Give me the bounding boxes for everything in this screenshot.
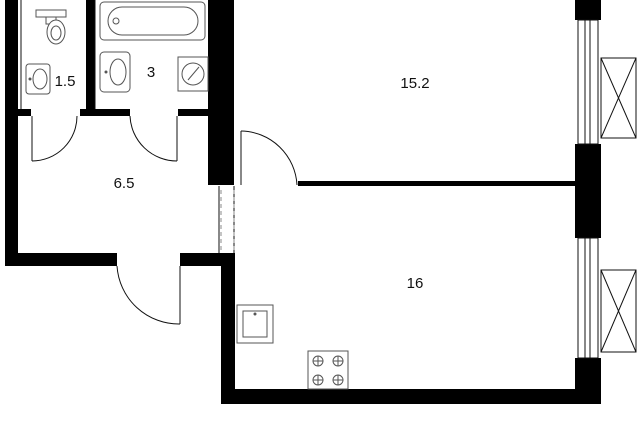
hallway-area-label: 6.5 [114,175,135,192]
wall-wet-bottom-3 [178,109,211,116]
wall-hall-bottom-left [5,253,117,266]
toilet-bowl-icon [35,9,67,45]
toilet-area-label: 1.5 [55,73,76,90]
wall-toilet-bath [86,0,95,116]
bathroom-area-label: 3 [147,64,155,81]
wall-right-mid [575,144,601,238]
washing-machine-icon [177,56,209,92]
door-toilet [31,115,78,162]
door-entrance [116,265,181,325]
wall-bottom [221,389,601,404]
door-living-room [240,130,298,186]
inner-lines [20,0,235,253]
window-upper [577,19,637,145]
wall-left [5,0,18,266]
wall-wet-bottom-1 [18,109,31,116]
kitchen-area-label: 16 [407,275,424,292]
wall-wet-bottom-2 [80,109,130,116]
kitchen-sink-icon [236,304,274,344]
washbasin-toilet-icon [25,63,51,95]
wall-living-kitchen [298,181,576,186]
stove-icon [307,350,349,390]
living-room-area-label: 15.2 [400,75,429,92]
walls [5,0,601,404]
doors [31,115,298,325]
wall-right-bottom [575,358,601,404]
washbasin-bath-icon [99,51,131,93]
door-bathroom [129,115,178,162]
bathtub-icon [99,1,206,41]
wall-bath-living [208,0,234,185]
window-lower [577,237,637,359]
wall-kitchen-left [221,253,235,404]
wall-right-top [575,0,601,20]
